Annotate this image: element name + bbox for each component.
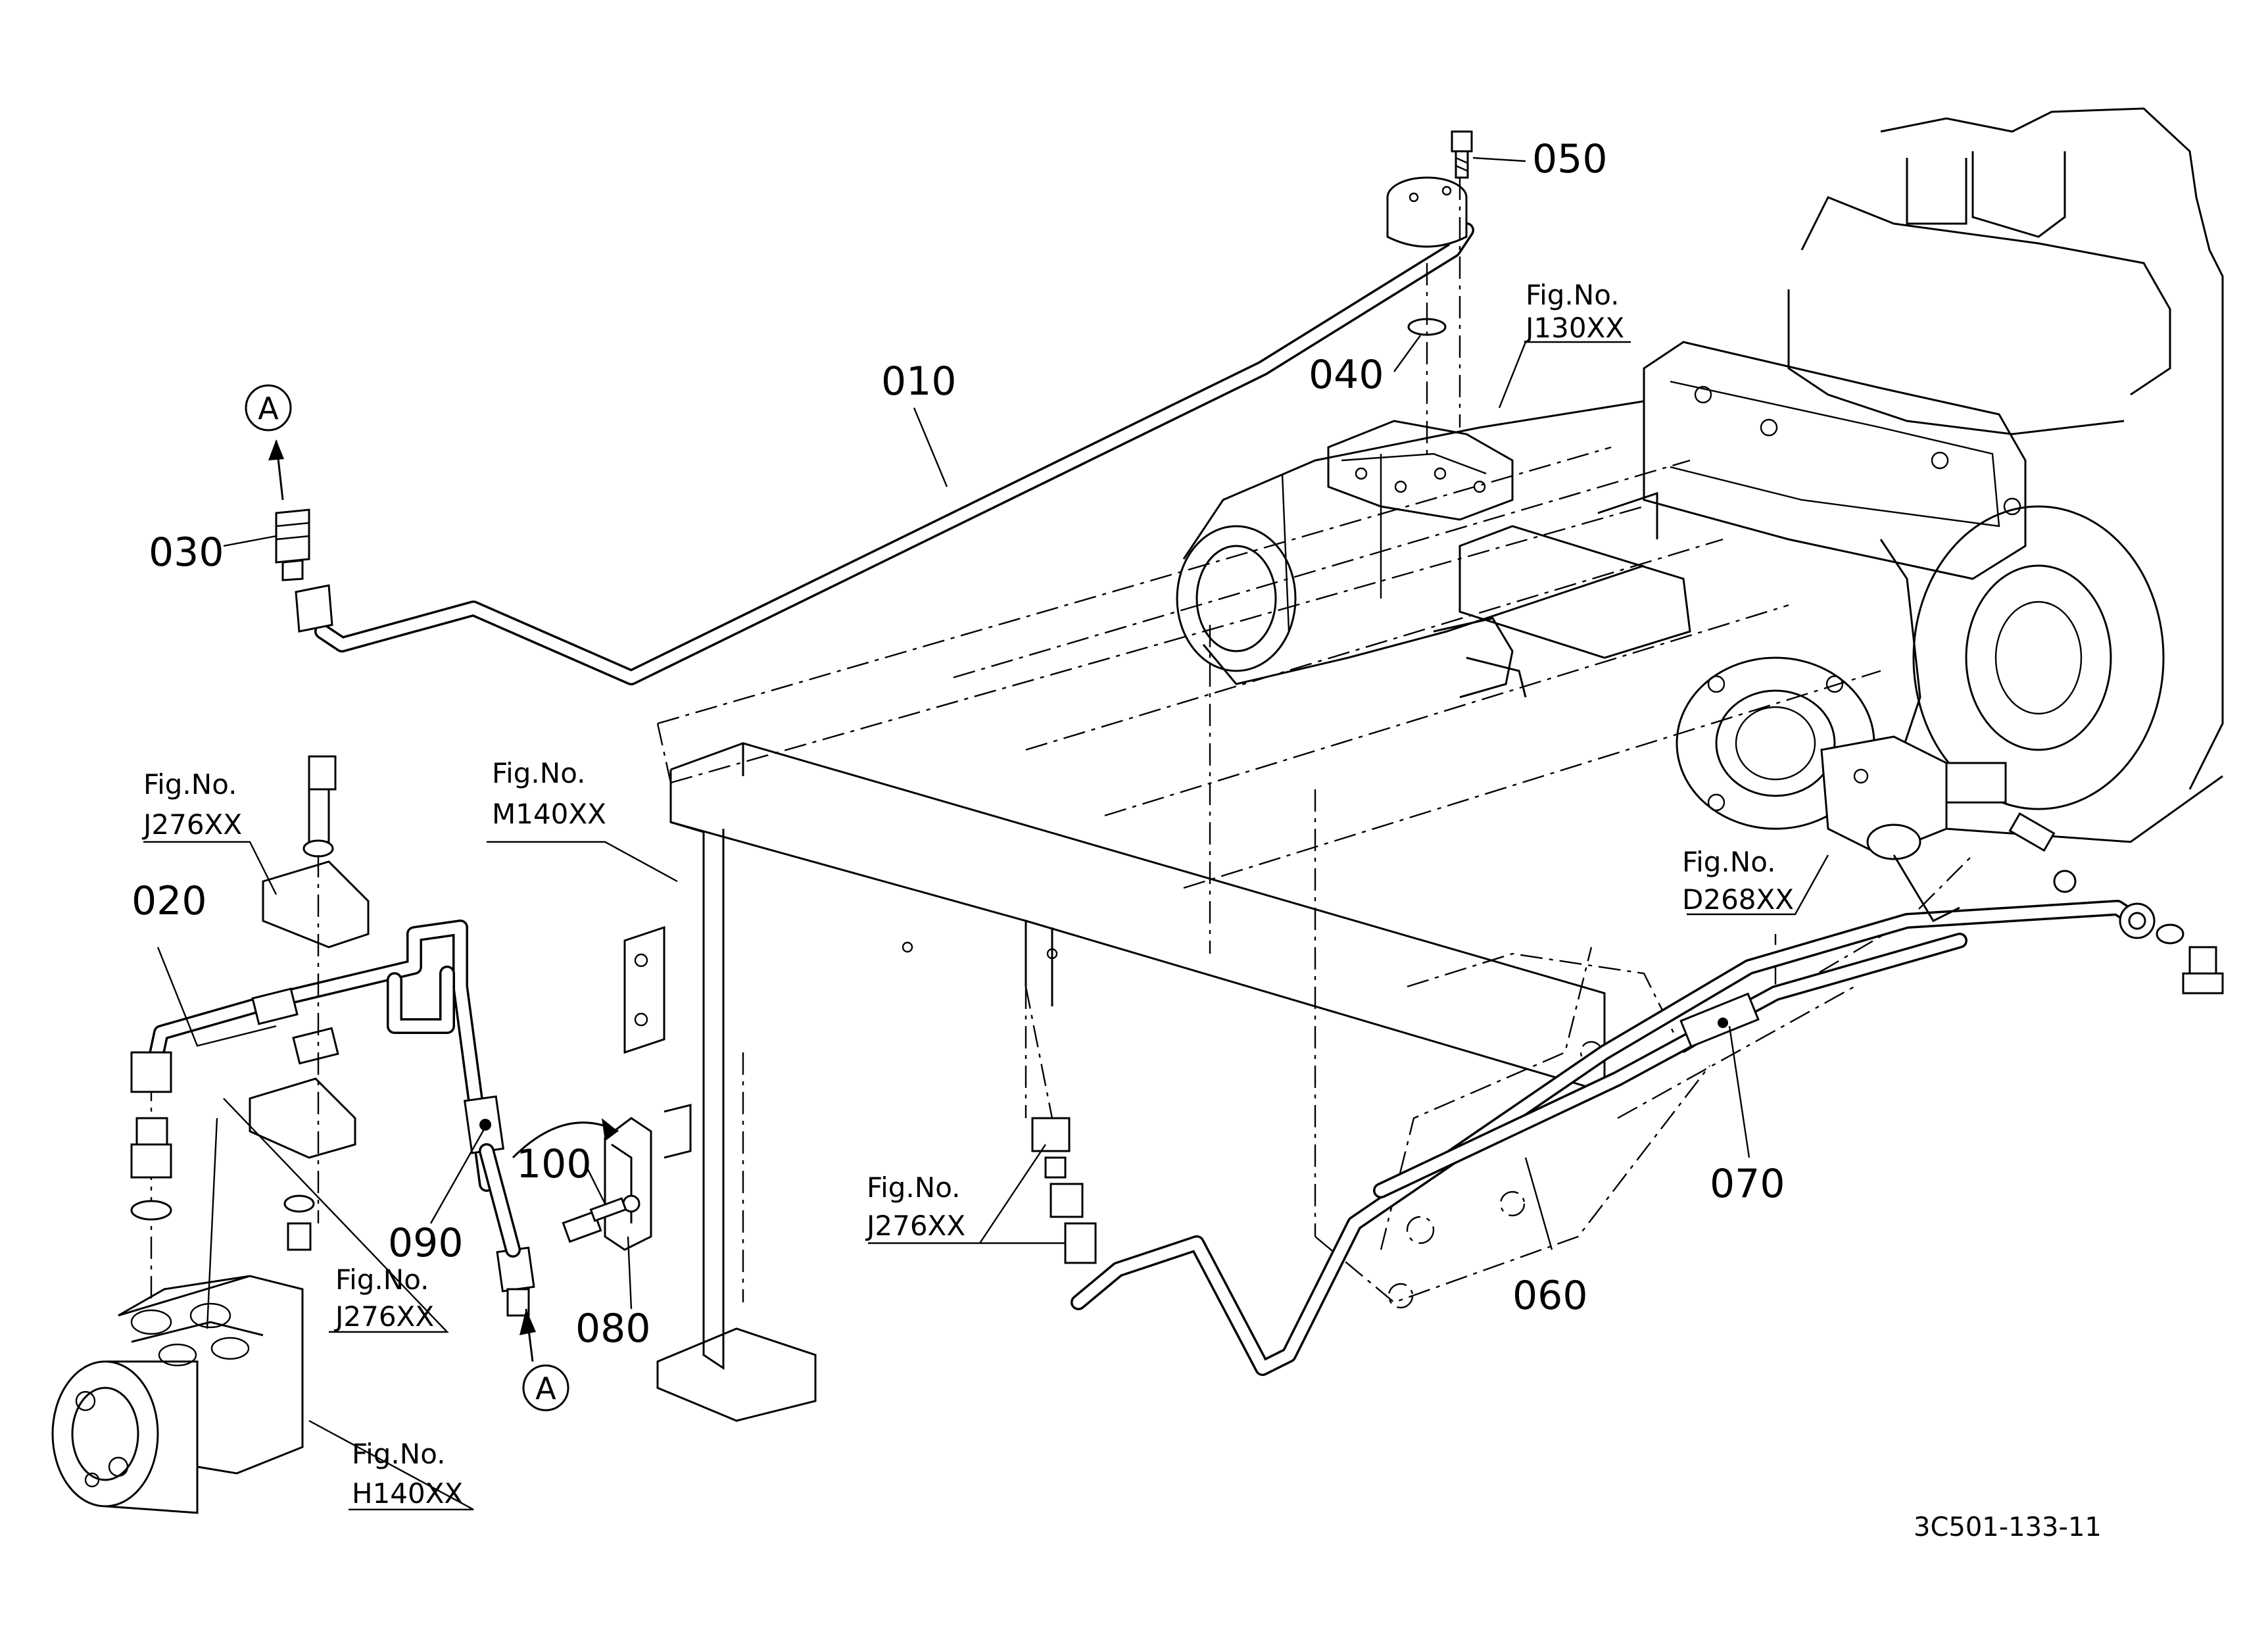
fig-ref-j276-lower-code: J276XX <box>333 1300 434 1333</box>
callout-a-top: A <box>245 384 292 501</box>
pipe-010 <box>314 176 1474 685</box>
fig-ref-j276-upper-code: J276XX <box>141 808 242 841</box>
part-label-040: 040 <box>1309 352 1384 398</box>
fig-ref-j276-center: Fig.No. J276XX <box>865 1171 965 1242</box>
clamp-lower <box>249 1077 356 1251</box>
callout-a-bottom: A <box>519 1308 569 1412</box>
fig-ref-d268: Fig.No. D268XX <box>1682 846 1794 916</box>
fig-ref-j130-prefix: Fig.No. <box>1526 279 1620 311</box>
fig-ref-j130: Fig.No. J130XX <box>1524 279 1624 344</box>
clip-080 <box>604 1117 652 1251</box>
valve-body-d268 <box>1820 735 2077 922</box>
part-label-090: 090 <box>388 1220 464 1266</box>
part-label-060: 060 <box>1512 1273 1588 1319</box>
pipe-060 <box>1071 900 2145 1376</box>
main-frame <box>623 742 1606 1422</box>
clamp-upper <box>262 755 370 948</box>
part-label-070: 070 <box>1710 1161 1785 1207</box>
fig-ref-j276-center-code: J276XX <box>865 1210 965 1242</box>
part-label-010: 010 <box>881 358 957 405</box>
bolt-100 <box>562 1197 627 1243</box>
steering-unit <box>51 1275 304 1514</box>
fig-ref-m140: Fig.No. M140XX <box>492 757 606 830</box>
callout-a-top-letter: A <box>258 391 279 426</box>
fig-ref-j276-lower-prefix: Fig.No. <box>335 1264 429 1296</box>
fitting-center <box>1025 986 1097 1264</box>
bolt-050 <box>1451 130 1473 179</box>
fig-ref-h140: Fig.No. H140XX <box>352 1438 463 1510</box>
part-label-030: 030 <box>149 529 224 576</box>
fig-ref-j276-upper: Fig.No. J276XX <box>141 768 242 841</box>
callout-a-bottom-letter: A <box>535 1371 556 1406</box>
fig-ref-j130-code: J130XX <box>1524 312 1624 344</box>
transmission-housing <box>656 107 2224 1309</box>
fitting-030 <box>275 508 333 633</box>
pipe-020 <box>143 920 495 1192</box>
fig-ref-d268-prefix: Fig.No. <box>1682 846 1776 878</box>
fitting-020-elbow <box>130 1051 172 1221</box>
fig-ref-j276-lower: Fig.No. J276XX <box>333 1264 434 1333</box>
fig-ref-j276-upper-prefix: Fig.No. <box>143 768 237 800</box>
drawing-code: 3C501-133-11 <box>1914 1512 2102 1542</box>
leader-lines <box>143 157 1829 1511</box>
part-label-020: 020 <box>132 878 207 924</box>
part-label-050: 050 <box>1532 136 1608 182</box>
fig-ref-h140-code: H140XX <box>352 1477 463 1510</box>
fig-ref-m140-code: M140XX <box>492 798 606 830</box>
hose-070 <box>1679 902 2224 1048</box>
fig-ref-d268-code: D268XX <box>1682 883 1794 916</box>
part-label-100: 100 <box>516 1141 592 1187</box>
fig-ref-m140-prefix: Fig.No. <box>492 757 586 789</box>
part-label-080: 080 <box>575 1306 651 1352</box>
hose-090 <box>463 1095 535 1317</box>
fig-ref-h140-prefix: Fig.No. <box>352 1438 446 1470</box>
fig-ref-j276-center-prefix: Fig.No. <box>867 1171 961 1204</box>
